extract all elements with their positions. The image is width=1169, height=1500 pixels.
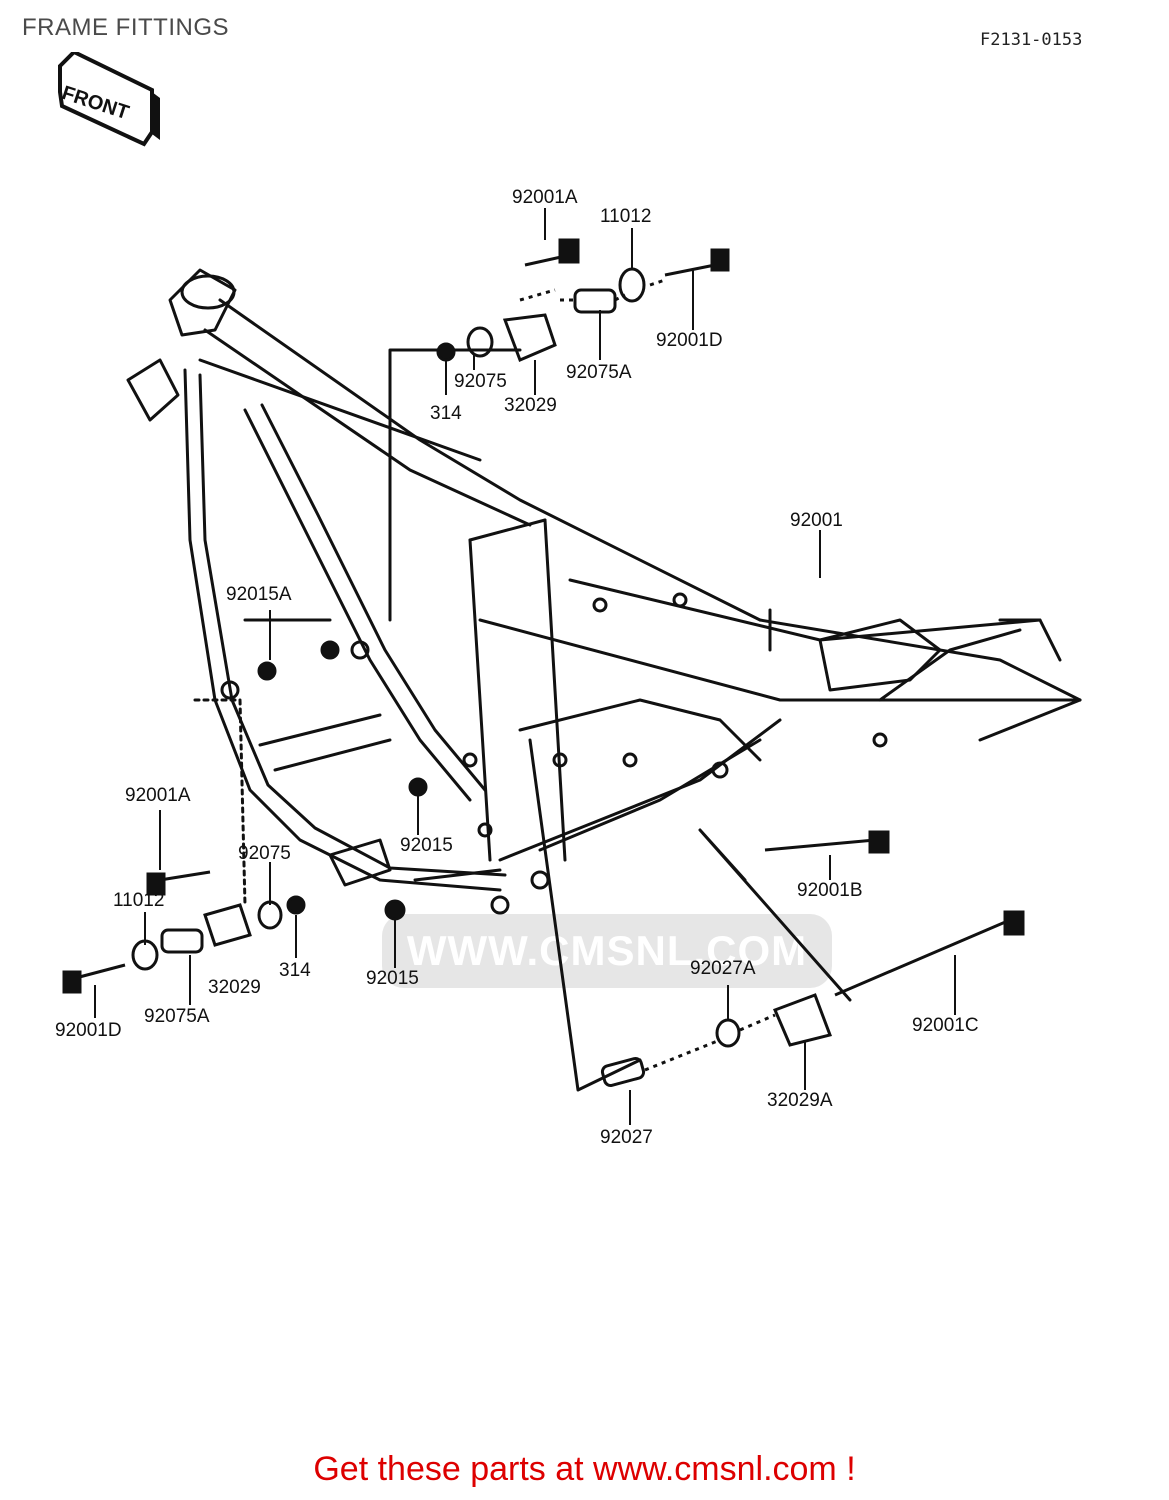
part-label-92001b: 92001B (797, 880, 863, 901)
rear-rail-lower (478, 618, 1082, 702)
part-label-92001: 92001 (790, 510, 843, 531)
part-label-92015-upper: 92015 (400, 835, 453, 856)
part-label-92001a-left: 92001A (125, 785, 191, 806)
down-tube-right (243, 408, 472, 802)
diagram-code: F2131-0153 (980, 30, 1083, 50)
part-label-92001d-top: 92001D (656, 330, 723, 351)
part-label-11012-top: 11012 (600, 206, 652, 227)
part-label-92001a-top: 92001A (512, 187, 578, 208)
rear-rail-upper (568, 578, 1042, 642)
top-tube (218, 298, 762, 622)
part-label-32029-left: 32029 (208, 977, 261, 998)
part-label-92027a: 92027A (690, 958, 756, 979)
lower-left-hardware (62, 870, 306, 994)
part-label-92075-left: 92075 (238, 843, 291, 864)
part-label-11012-left: 11012 (113, 890, 165, 911)
part-label-92075a-top: 92075A (566, 362, 632, 383)
part-label-92001d-left: 92001D (55, 1020, 122, 1041)
part-label-92027: 92027 (600, 1127, 653, 1148)
part-label-92015a: 92015A (226, 584, 292, 605)
down-tube-left (183, 368, 502, 892)
seat-bracket (818, 618, 942, 692)
upper-hardware (436, 238, 730, 362)
part-label-314-left: 314 (279, 960, 311, 981)
label-leaders (94, 208, 956, 1125)
front-arrow-icon (58, 52, 160, 147)
lower-right-hardware (257, 640, 1025, 1087)
part-label-314-top: 314 (430, 403, 462, 424)
page-title: FRAME FITTINGS (22, 14, 229, 41)
part-label-92075a-left: 92075A (144, 1006, 210, 1027)
watermark: WWW.CMSNL.COM (382, 914, 832, 988)
part-label-92015-lower: 92015 (366, 968, 419, 989)
steering-head (168, 268, 237, 337)
part-label-92075-top: 92075 (454, 371, 507, 392)
footer-link-text[interactable]: Get these parts at www.cmsnl.com ! (313, 1450, 856, 1488)
part-label-32029-top: 32029 (504, 395, 557, 416)
part-label-32029a: 32029A (767, 1090, 833, 1111)
part-label-92001c: 92001C (912, 1015, 979, 1036)
